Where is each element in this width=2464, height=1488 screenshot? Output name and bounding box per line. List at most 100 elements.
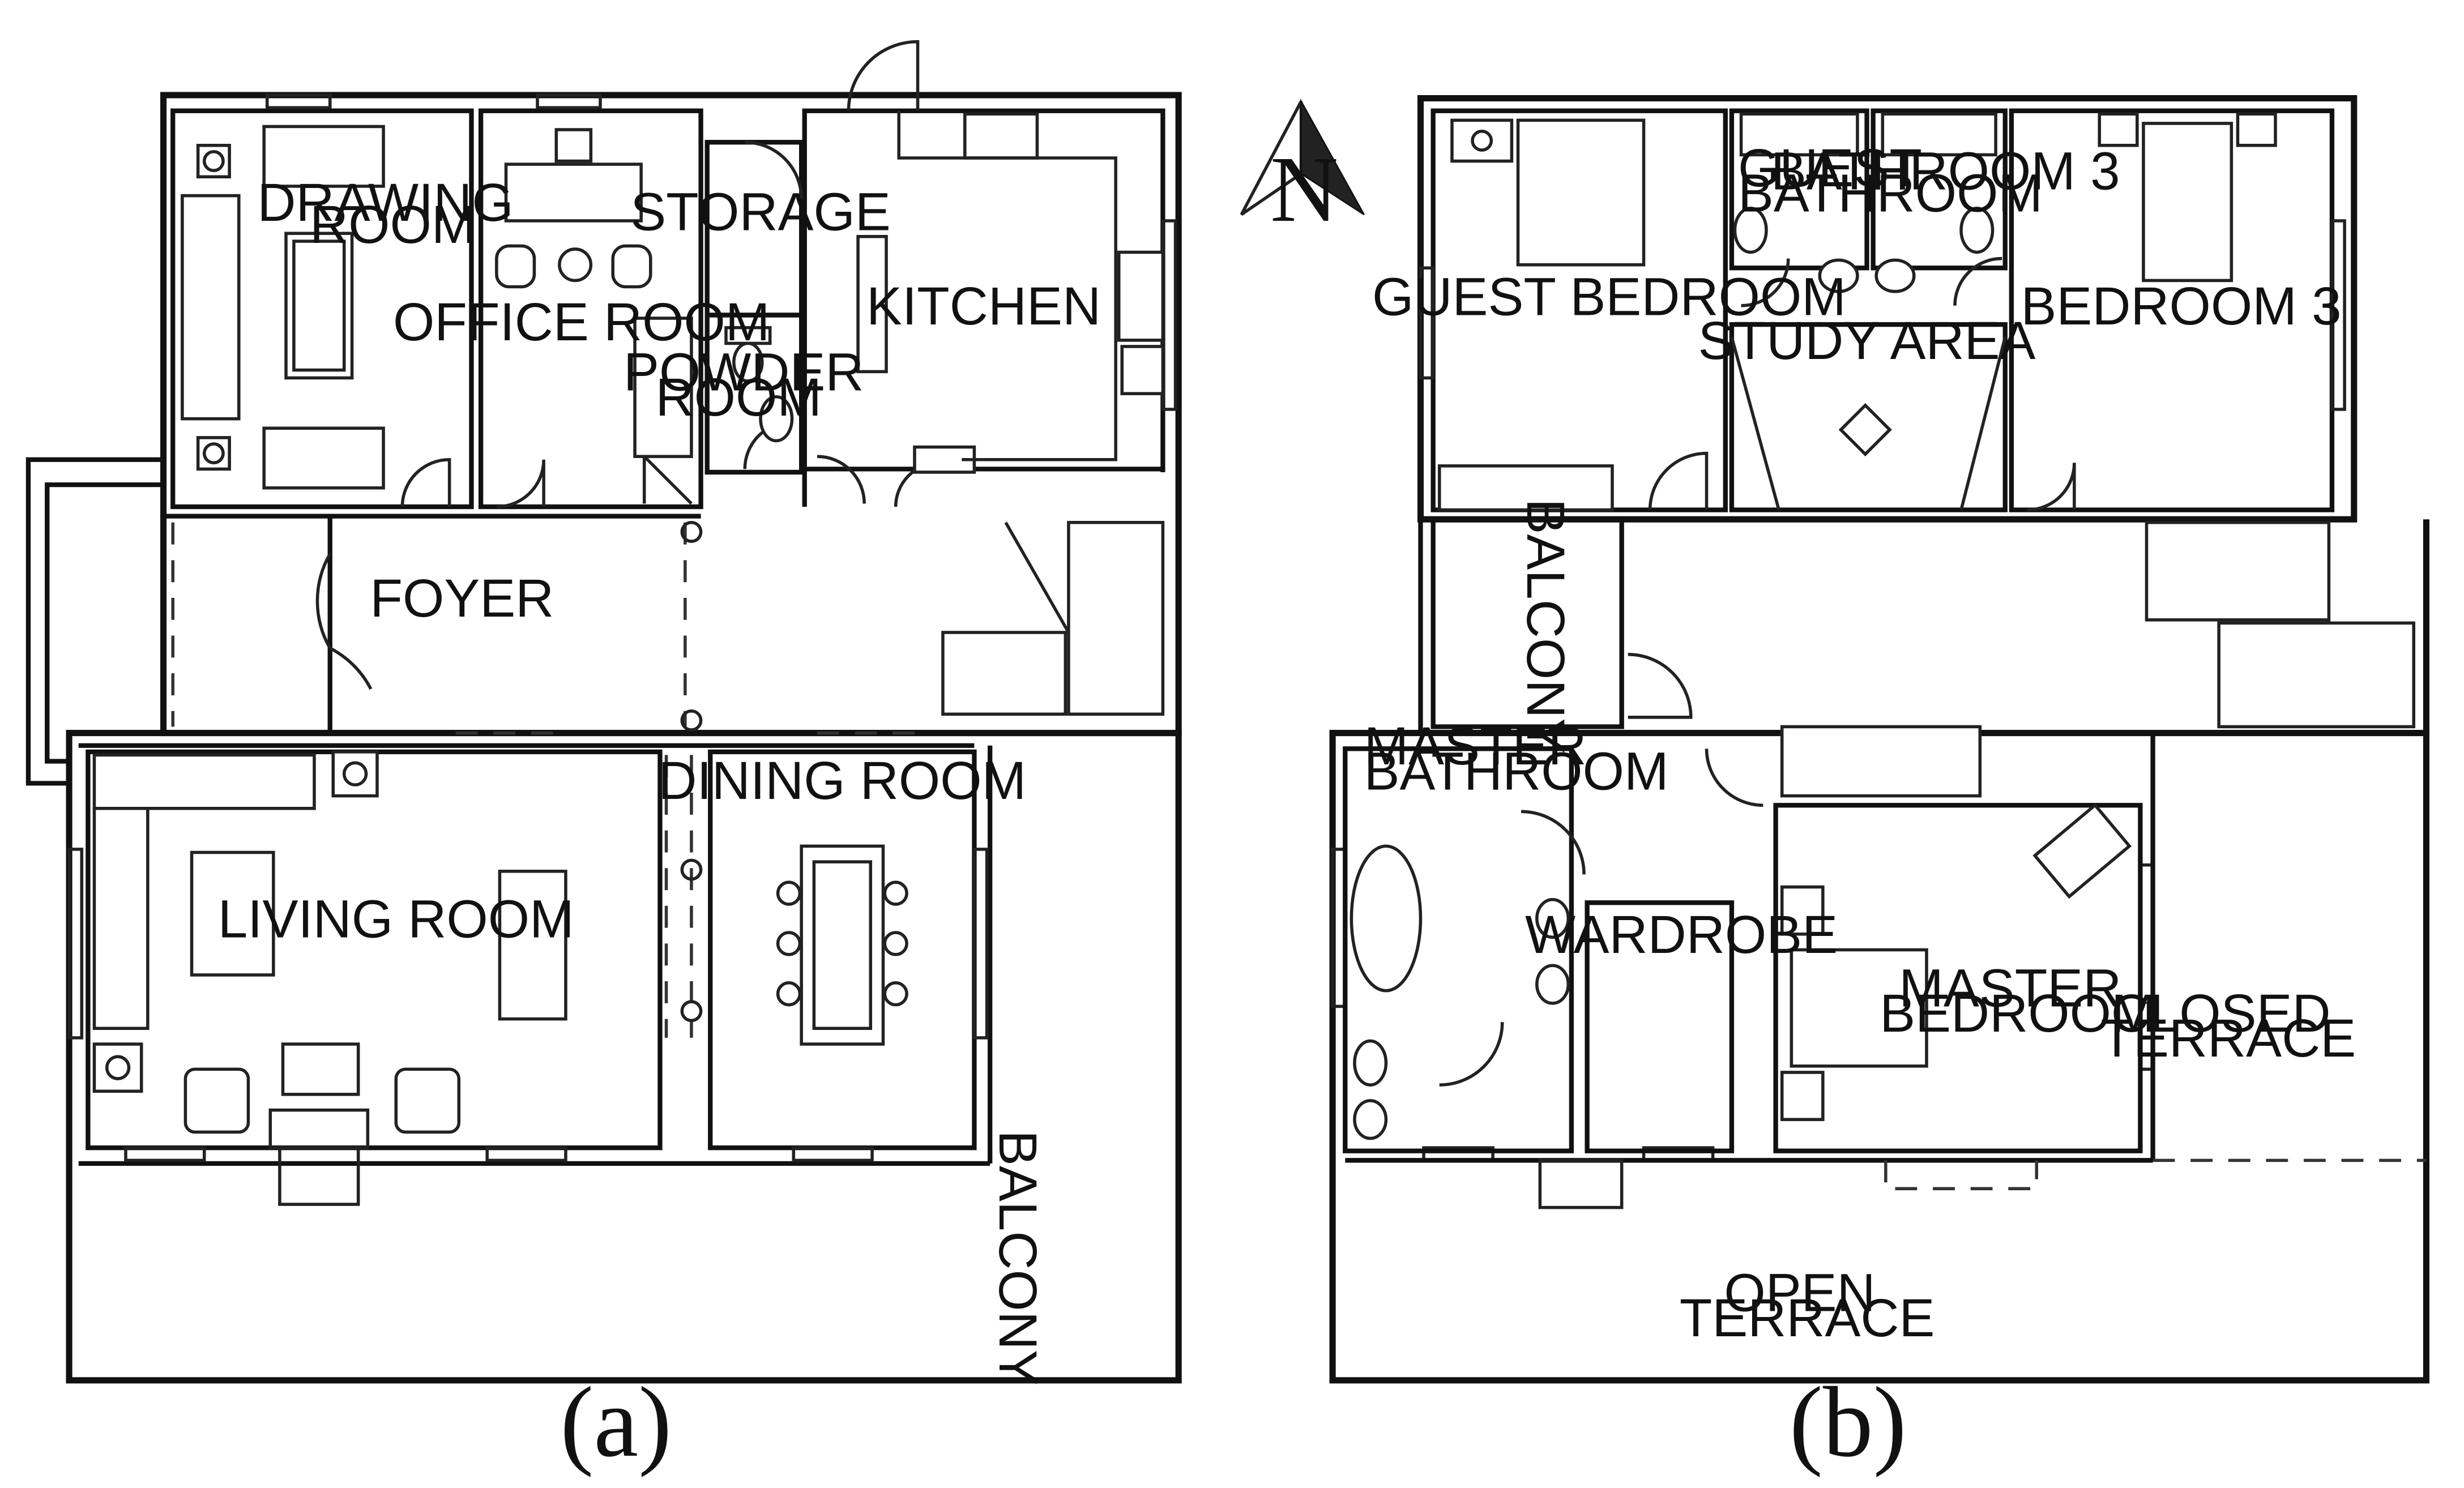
window — [792, 1146, 874, 1162]
living-room-walls — [86, 749, 663, 1151]
bathtub — [1350, 844, 1423, 993]
room-label-wardrobe: WARDROBE — [1525, 905, 1838, 964]
side-table — [331, 750, 379, 798]
sofa — [262, 426, 385, 490]
north-compass-icon: N — [1240, 98, 1365, 242]
window — [124, 1146, 206, 1162]
office-room-door[interactable] — [496, 459, 545, 508]
stove — [963, 112, 1039, 160]
balcony-door[interactable] — [1628, 653, 1693, 719]
bathroom-3-door[interactable] — [1953, 256, 2002, 306]
basin — [1959, 206, 1995, 254]
guest-bathroom-walls — [1729, 108, 1869, 271]
master-bedroom-door[interactable] — [1705, 749, 1763, 807]
master-bathroom-walls — [1343, 746, 1574, 1153]
plan-a-lower-shell — [66, 730, 1182, 1384]
window — [972, 848, 989, 1040]
caption-b: (b) — [1790, 1367, 1907, 1478]
window — [2330, 219, 2346, 411]
room-label-powder: POWDER ROOM — [624, 343, 879, 427]
stairs-storage — [633, 317, 693, 458]
bed — [2142, 122, 2234, 283]
balcony-b-walls — [1430, 517, 1624, 729]
chair — [554, 128, 593, 163]
foyer-door[interactable] — [315, 553, 373, 690]
bathtub — [1881, 112, 1997, 157]
room-label-office: OFFICE ROOM — [393, 292, 770, 352]
dresser — [1438, 464, 1614, 512]
staircase — [941, 631, 1067, 716]
master-bedroom-walls — [1773, 803, 2143, 1153]
room-label-master-bedroom: MASTER BEDROOM — [1880, 958, 2155, 1042]
plan-b: GUEST BATHROOM BATHROOM 3 GUEST BEDROOM … — [1329, 95, 2429, 1478]
room-label-balcony-a: BALCONY — [988, 1130, 1048, 1386]
bathtub — [1739, 112, 1859, 157]
kitchen-exterior-door[interactable] — [847, 40, 920, 111]
nightstand — [2236, 112, 2277, 147]
dining-chair — [776, 981, 802, 1007]
sofa — [181, 194, 241, 421]
bedroom-3-door[interactable] — [2027, 463, 2076, 512]
window — [1419, 266, 1435, 380]
armchair — [611, 244, 652, 289]
storage-door[interactable] — [745, 140, 803, 199]
hallway-sofa — [1780, 725, 1982, 798]
dining-chair — [883, 880, 908, 906]
room-label-storage: STORAGE — [630, 182, 891, 242]
powder-room-walls — [704, 313, 804, 475]
round-table — [558, 247, 593, 283]
plan-a: DRAWING ROOM OFFICE ROOM STORAGE POWDER … — [25, 40, 1182, 1478]
bidet — [1353, 1099, 1388, 1140]
room-label-open-terrace: OPEN TERRACE — [1680, 1263, 1935, 1348]
guest-bedroom-door[interactable] — [1648, 451, 1709, 510]
window — [265, 93, 332, 109]
room-label-bathroom-3: BATHROOM 3 — [1771, 141, 2120, 200]
sofa — [92, 806, 150, 1031]
lounge-chair — [2032, 803, 2132, 899]
dining-chair — [883, 931, 908, 956]
dining-chair — [883, 981, 908, 1007]
sofa — [262, 125, 385, 188]
counter-line — [897, 110, 1117, 461]
study-chair — [1838, 403, 1892, 457]
armchair — [495, 244, 536, 289]
drawing-room-walls — [170, 108, 474, 510]
toilet — [732, 341, 764, 383]
toilet — [1353, 1039, 1388, 1087]
dishwasher — [1120, 345, 1165, 395]
drawing-room-door[interactable] — [400, 457, 451, 507]
room-label-closed-terrace: CLOSED TERRACE — [2100, 984, 2356, 1068]
basin — [1535, 897, 1570, 939]
room-label-living: LIVING ROOM — [218, 889, 574, 948]
room-label-drawing: DRAWING ROOM — [257, 173, 528, 254]
nightstand — [1450, 118, 1514, 163]
wardrobe-door[interactable] — [1521, 810, 1586, 875]
sofa — [92, 753, 316, 810]
coffee-table — [284, 232, 354, 380]
dining-chair — [776, 931, 802, 956]
window — [67, 848, 84, 1040]
armchair — [183, 1067, 250, 1134]
room-label-guest-bathroom: GUEST BATHROOM — [1738, 138, 2043, 223]
room-label-guest-bedroom: GUEST BEDROOM — [1372, 267, 1846, 326]
side-table — [92, 1042, 143, 1093]
basin — [759, 395, 794, 443]
nightstand — [2098, 112, 2139, 147]
armchair — [394, 1067, 461, 1134]
room-label-kitchen: KITCHEN — [866, 276, 1101, 336]
toilet — [1874, 258, 1916, 293]
staircase — [2145, 520, 2331, 622]
room-label-study-area: STUDY AREA — [1698, 311, 2036, 370]
guest-bathroom-door[interactable] — [1741, 258, 1790, 307]
room-label-bedroom-3: BEDROOM 3 — [2021, 276, 2341, 336]
sink — [1117, 250, 1165, 342]
kitchen-door-1[interactable] — [817, 455, 866, 504]
window — [536, 93, 602, 109]
rug — [190, 850, 275, 977]
room-label-dining: DINING ROOM — [658, 751, 1026, 810]
room-label-master-bathroom: MASTER BATHROOM — [1364, 716, 1669, 801]
master-bathroom-door[interactable] — [1439, 1022, 1504, 1087]
basin — [1535, 964, 1570, 1005]
room-label-balcony-b: BALCONY — [1516, 498, 1575, 754]
